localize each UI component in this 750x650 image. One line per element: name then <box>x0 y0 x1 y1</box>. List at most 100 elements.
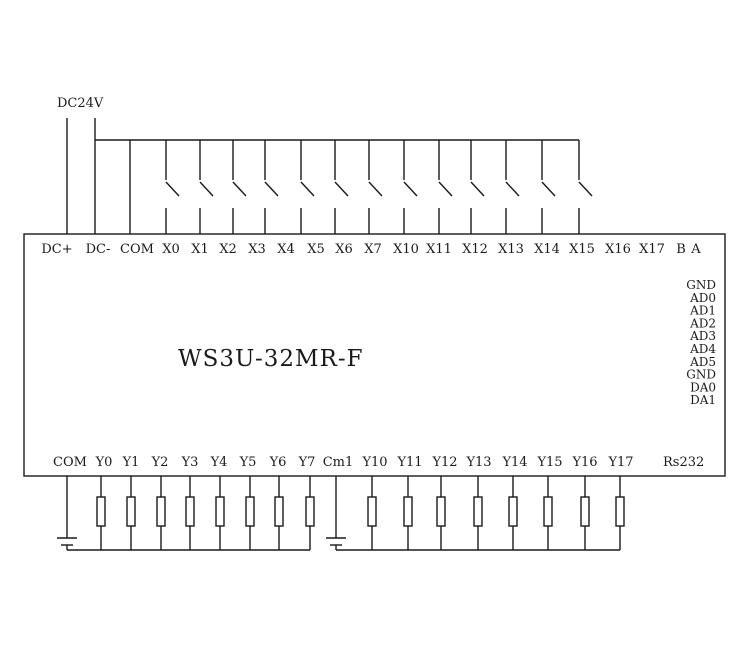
input-switch-12 <box>578 140 593 234</box>
input-switch-2 <box>232 140 247 234</box>
top-terminal-label-dc--0: DC+ <box>41 242 72 257</box>
top-terminal-label-x14-15: X14 <box>534 242 560 257</box>
top-terminal-label-b-19: B <box>676 242 686 257</box>
output-load-y0 <box>96 476 106 550</box>
top-terminal-label-com-2: COM <box>120 242 154 257</box>
top-terminal-label-x0-3: X0 <box>162 242 180 257</box>
output-load-y17 <box>615 476 625 550</box>
bottom-terminal-label-y1-g1: Y1 <box>122 455 140 470</box>
load-resistor <box>543 496 553 527</box>
bottom-terminal-label-y16-g2: Y16 <box>571 455 597 470</box>
bottom-terminal-label-y0-g1: Y0 <box>95 455 113 470</box>
load-resistor <box>580 496 590 527</box>
load-resistor <box>473 496 483 527</box>
switch-contact-blade <box>368 181 383 197</box>
bottom-terminal-label-y14-g2: Y14 <box>501 455 527 470</box>
load-resistor <box>436 496 446 527</box>
output-load-y15 <box>543 476 553 550</box>
top-terminal-label-x13-14: X13 <box>498 242 524 257</box>
output-load-y10 <box>367 476 377 550</box>
switch-contact-blade <box>300 181 315 197</box>
top-terminal-label-a-20: A <box>690 242 701 257</box>
output-load-y14 <box>508 476 518 550</box>
top-terminal-label-x4-7: X4 <box>277 242 295 257</box>
analog-terminal-label-ad5-6: AD5 <box>689 355 716 369</box>
model-label: WS3U-32MR-F <box>178 346 364 372</box>
analog-terminal-label-ad3-4: AD3 <box>689 329 716 343</box>
analog-terminal-label-ad0-1: AD0 <box>689 291 716 305</box>
switch-contact-blade <box>403 181 418 197</box>
analog-terminal-label-gnd-0: GND <box>686 278 716 292</box>
output-load-y13 <box>473 476 483 550</box>
load-resistor <box>156 496 166 527</box>
input-switch-1 <box>199 140 214 234</box>
top-terminal-label-x11-12: X11 <box>426 242 452 257</box>
input-switch-8 <box>438 140 453 234</box>
load-resistor <box>215 496 225 527</box>
bottom-terminal-label-y11-g2: Y11 <box>396 455 422 470</box>
output-load-y6 <box>274 476 284 550</box>
load-resistor <box>274 496 284 527</box>
input-switch-4 <box>300 140 315 234</box>
switch-contact-blade <box>438 181 453 197</box>
switch-contact-blade <box>470 181 485 197</box>
top-terminal-label-x15-16: X15 <box>569 242 595 257</box>
supply-label: DC24V <box>57 96 104 111</box>
top-terminal-label-x7-10: X7 <box>364 242 382 257</box>
rs232-label: Rs232 <box>663 455 704 470</box>
load-resistor <box>126 496 136 527</box>
input-switch-11 <box>541 140 556 234</box>
output-load-y1 <box>126 476 136 550</box>
load-resistor <box>615 496 625 527</box>
bottom-terminal-label-y5-g1: Y5 <box>239 455 257 470</box>
top-terminal-label-x10-11: X10 <box>393 242 419 257</box>
load-resistor <box>508 496 518 527</box>
bottom-terminal-label-y13-g2: Y13 <box>465 455 491 470</box>
top-terminal-label-x1-4: X1 <box>191 242 209 257</box>
bottom-terminal-label-y17-g2: Y17 <box>607 455 633 470</box>
switch-contact-blade <box>505 181 520 197</box>
analog-terminal-label-da0-8: DA0 <box>690 380 716 394</box>
bottom-terminal-label-y3-g1: Y3 <box>181 455 199 470</box>
load-resistor <box>245 496 255 527</box>
top-terminal-label-x16-17: X16 <box>605 242 631 257</box>
load-resistor <box>403 496 413 527</box>
top-terminal-label-x6-9: X6 <box>335 242 353 257</box>
switch-contact-blade <box>541 181 556 197</box>
plc-body <box>23 233 726 477</box>
input-switch-6 <box>368 140 383 234</box>
top-terminal-label-x3-6: X3 <box>248 242 266 257</box>
load-resistor <box>367 496 377 527</box>
top-terminal-label-dc--1: DC- <box>86 242 111 257</box>
switch-contact-blade <box>578 181 593 197</box>
top-terminal-label-x17-18: X17 <box>639 242 665 257</box>
top-terminal-label-x2-5: X2 <box>219 242 237 257</box>
input-switch-0 <box>165 140 180 234</box>
bottom-terminal-label-y7-g1: Y7 <box>298 455 316 470</box>
load-resistor <box>96 496 106 527</box>
bottom-terminal-label-y15-g2: Y15 <box>536 455 562 470</box>
bottom-terminal-label-com-g1: COM <box>53 455 87 470</box>
switch-contact-blade <box>232 181 247 197</box>
bottom-terminal-label-y4-g1: Y4 <box>210 455 228 470</box>
input-switch-9 <box>470 140 485 234</box>
bottom-terminal-label-y12-g2: Y12 <box>431 455 457 470</box>
output-load-y3 <box>185 476 195 550</box>
bottom-terminal-label-cm1-g2: Cm1 <box>323 455 354 470</box>
input-switch-10 <box>505 140 520 234</box>
analog-terminal-label-ad2-3: AD2 <box>689 316 716 330</box>
bottom-terminal-label-y10-g2: Y10 <box>361 455 387 470</box>
switch-contact-blade <box>165 181 180 197</box>
output-load-y11 <box>403 476 413 550</box>
output-load-y7 <box>305 476 315 550</box>
bottom-terminal-label-y2-g1: Y2 <box>151 455 169 470</box>
output-load-y12 <box>436 476 446 550</box>
output-load-y4 <box>215 476 225 550</box>
switch-contact-blade <box>264 181 279 197</box>
switch-contact-blade <box>334 181 349 197</box>
load-resistor <box>305 496 315 527</box>
